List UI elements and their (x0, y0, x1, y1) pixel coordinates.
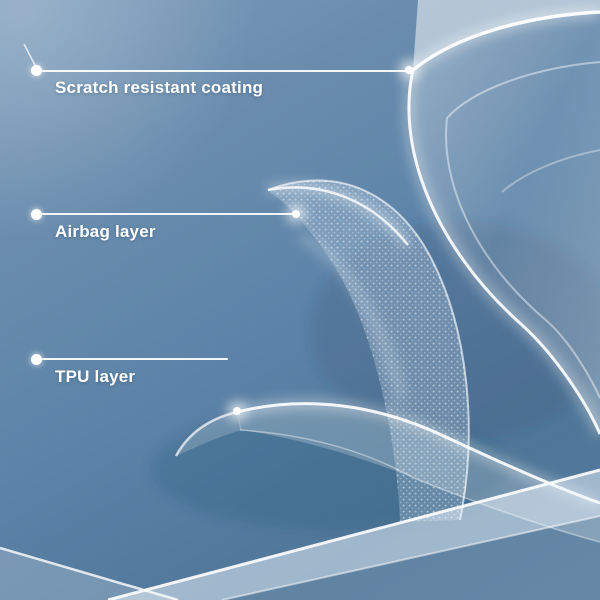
callout-label: Airbag layer (55, 222, 156, 241)
callout-target-dot (233, 407, 241, 415)
callout-label: TPU layer (55, 367, 136, 386)
callout-dot (31, 209, 42, 220)
base-film-strip (0, 468, 600, 600)
callout-label: Scratch resistant coating (55, 78, 264, 97)
callout-dot (31, 354, 42, 365)
callout-line (42, 213, 296, 215)
scratch-resistant-coating-sheet (403, 0, 600, 437)
leader-tail-line (23, 43, 38, 70)
airbag-mesh-layer (267, 179, 470, 523)
callout-target-dot (292, 210, 300, 218)
callout-line (42, 70, 410, 72)
callout-dot (31, 65, 42, 76)
callout-line (42, 358, 228, 360)
callout-target-dot (405, 66, 413, 74)
